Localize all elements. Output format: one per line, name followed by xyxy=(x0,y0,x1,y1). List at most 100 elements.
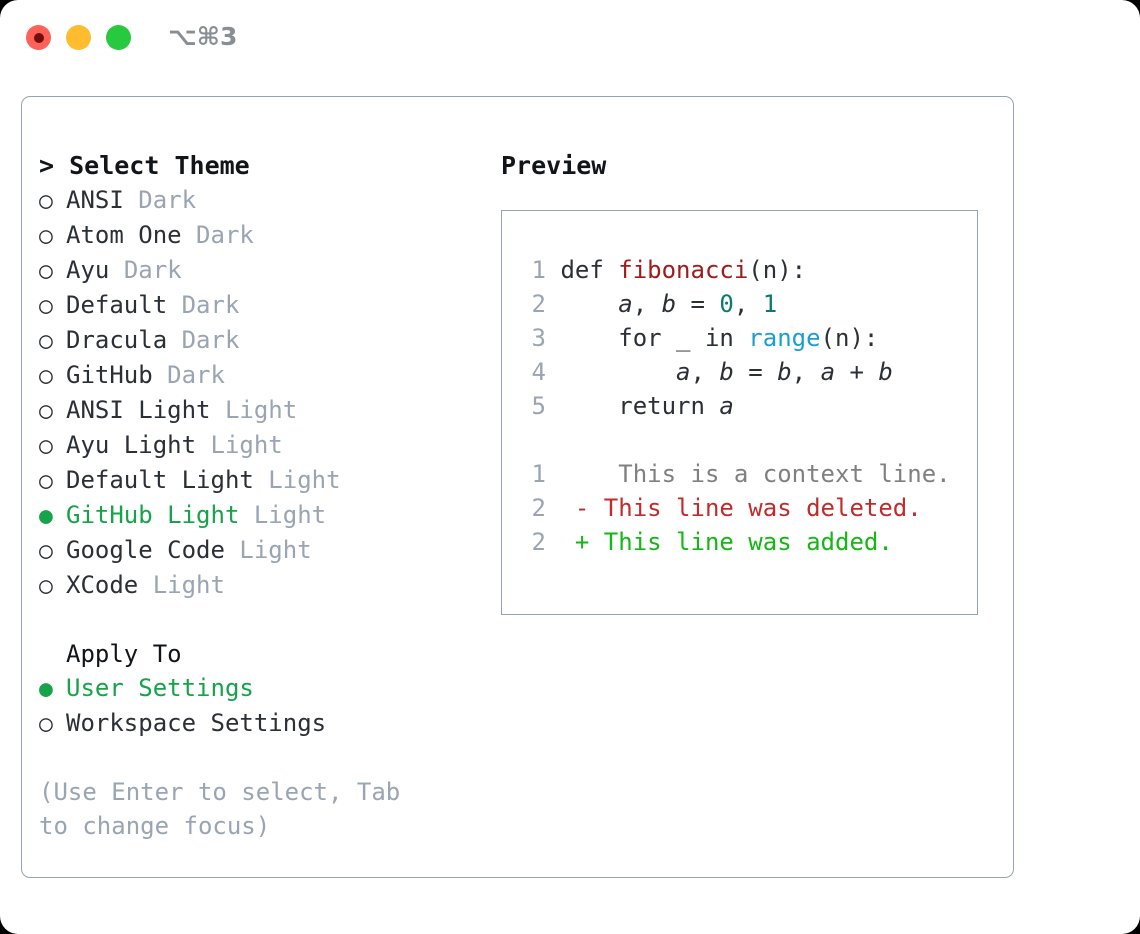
apply-to-option-workspace-settings[interactable]: ○ Workspace Settings xyxy=(39,706,499,741)
code-token-var: b xyxy=(719,358,734,386)
traffic-lights xyxy=(26,25,131,50)
radio-unselected-icon: ○ xyxy=(39,363,53,389)
theme-option-label: GitHub Light xyxy=(66,501,240,529)
code-token-punct: , xyxy=(733,290,763,318)
code-token-punct: + xyxy=(835,358,879,386)
theme-variant-tag: Light xyxy=(253,501,327,529)
code-line-number: 5 xyxy=(531,392,546,420)
apply-to-list[interactable]: ● User Settings ○ Workspace Settings xyxy=(39,671,499,741)
theme-list[interactable]: ○ANSI Dark○Atom One Dark○Ayu Dark○Defaul… xyxy=(39,183,499,603)
theme-option-atom-one[interactable]: ○Atom One Dark xyxy=(39,218,499,253)
theme-variant-tag: Light xyxy=(224,396,298,424)
diff-text: This line was added. xyxy=(589,528,893,556)
theme-option-label: ANSI xyxy=(66,186,124,214)
radio-unselected-icon: ○ xyxy=(39,538,53,564)
theme-option-label: GitHub xyxy=(66,361,153,389)
code-blank-line xyxy=(524,423,951,457)
diff-marker xyxy=(575,460,589,488)
radio-unselected-icon: ○ xyxy=(39,328,53,354)
radio-unselected-icon: ○ xyxy=(39,398,53,424)
zoom-button-icon[interactable] xyxy=(106,25,131,50)
theme-variant-tag: Dark xyxy=(167,361,225,389)
code-token-var: a xyxy=(820,358,836,386)
diff-text: This is a context line. xyxy=(589,460,951,488)
theme-option-github-light[interactable]: ● GitHub Light Light xyxy=(39,498,499,533)
theme-variant-tag: Dark xyxy=(181,291,240,319)
label-spacer xyxy=(153,358,167,392)
gutter-gap xyxy=(546,256,560,284)
radio-unselected-icon: ○ xyxy=(39,188,53,214)
radio-unselected-icon: ○ xyxy=(39,223,53,249)
keyboard-shortcut-label: ⌥⌘3 xyxy=(168,22,238,51)
code-line: 4 a, b = b, a + b xyxy=(524,355,951,389)
label-spacer xyxy=(109,253,123,287)
code-token-kw: for _ in xyxy=(560,324,749,352)
code-line-number: 1 xyxy=(531,256,546,284)
close-button-icon[interactable] xyxy=(26,25,51,50)
theme-variant-tag: Dark xyxy=(123,256,182,284)
code-token-punct: (n): xyxy=(748,256,807,284)
diff-line-number: 2 xyxy=(531,528,546,556)
theme-option-label: Default Light xyxy=(66,466,254,494)
code-token-var: b xyxy=(878,358,893,386)
theme-option-ansi[interactable]: ○ANSI Dark xyxy=(39,183,499,218)
theme-option-ansi-light[interactable]: ○ ANSI Light Light xyxy=(39,393,499,428)
code-line-number: 4 xyxy=(531,358,546,386)
diff-line-ctx: 1 This is a context line. xyxy=(524,457,951,491)
theme-option-github[interactable]: ○ GitHub Dark xyxy=(39,358,499,393)
theme-option-ayu[interactable]: ○ Ayu Dark xyxy=(39,253,499,288)
radio-unselected-icon: ○ xyxy=(39,711,53,737)
code-token-punct: (n): xyxy=(820,324,879,352)
label-spacer xyxy=(211,393,225,427)
gutter-gap xyxy=(546,392,560,420)
title-bar: ⌥⌘3 xyxy=(0,0,1140,78)
code-token-var: a xyxy=(676,358,691,386)
apply-to-option-label: User Settings xyxy=(66,674,254,702)
code-token-var: b xyxy=(777,358,792,386)
theme-option-xcode[interactable]: ○XCode Light xyxy=(39,568,499,603)
theme-variant-tag: Dark xyxy=(181,326,240,354)
theme-option-label: Dracula xyxy=(66,326,168,354)
diff-text: This line was deleted. xyxy=(589,494,922,522)
code-token-kw: return xyxy=(560,392,720,420)
theme-option-label: Ayu xyxy=(66,256,110,284)
gutter-gap xyxy=(546,324,560,352)
select-theme-heading: > Select Theme xyxy=(39,151,250,180)
code-token-num: 1 xyxy=(762,290,778,318)
theme-option-dracula[interactable]: ○ Dracula Dark xyxy=(39,323,499,358)
code-token-punct: , xyxy=(690,358,720,386)
radio-unselected-icon: ○ xyxy=(39,573,53,599)
theme-option-label: ANSI Light xyxy=(66,396,211,424)
diff-line-add: 2 + This line was added. xyxy=(524,525,951,559)
radio-selected-icon: ● xyxy=(39,503,53,529)
theme-picker-column: > Select Theme ○ANSI Dark○Atom One Dark○… xyxy=(39,149,499,843)
code-token-fn: fibonacci xyxy=(618,256,749,284)
code-line: 3 for _ in range(n): xyxy=(524,321,951,355)
label-spacer xyxy=(254,463,268,497)
code-token-var: b xyxy=(661,290,677,318)
theme-option-ayu-light[interactable]: ○Ayu Light Light xyxy=(39,428,499,463)
theme-option-default-light[interactable]: ○Default Light Light xyxy=(39,463,499,498)
minimize-button-icon[interactable] xyxy=(66,25,91,50)
label-spacer xyxy=(167,288,181,322)
code-line-number: 3 xyxy=(531,324,546,352)
radio-unselected-icon: ○ xyxy=(39,258,53,284)
apply-to-option-user-settings[interactable]: ● User Settings xyxy=(39,671,499,706)
theme-variant-tag: Light xyxy=(210,431,283,459)
radio-selected-icon: ● xyxy=(39,676,53,702)
diff-line-del: 2 - This line was deleted. xyxy=(524,491,951,525)
theme-option-default[interactable]: ○Default Dark xyxy=(39,288,499,323)
gutter-gap xyxy=(546,358,560,386)
diff-marker: - xyxy=(574,494,590,522)
apply-to-option-label: Workspace Settings xyxy=(66,709,327,737)
theme-option-google-code[interactable]: ○Google Code Light xyxy=(39,533,499,568)
code-token-plain xyxy=(560,358,676,386)
theme-option-label: Ayu Light xyxy=(66,431,197,459)
label-spacer xyxy=(225,533,239,567)
code-line: 2 a, b = 0, 1 xyxy=(524,287,951,321)
gutter-gap xyxy=(546,460,575,488)
code-token-punct: , xyxy=(791,358,821,386)
